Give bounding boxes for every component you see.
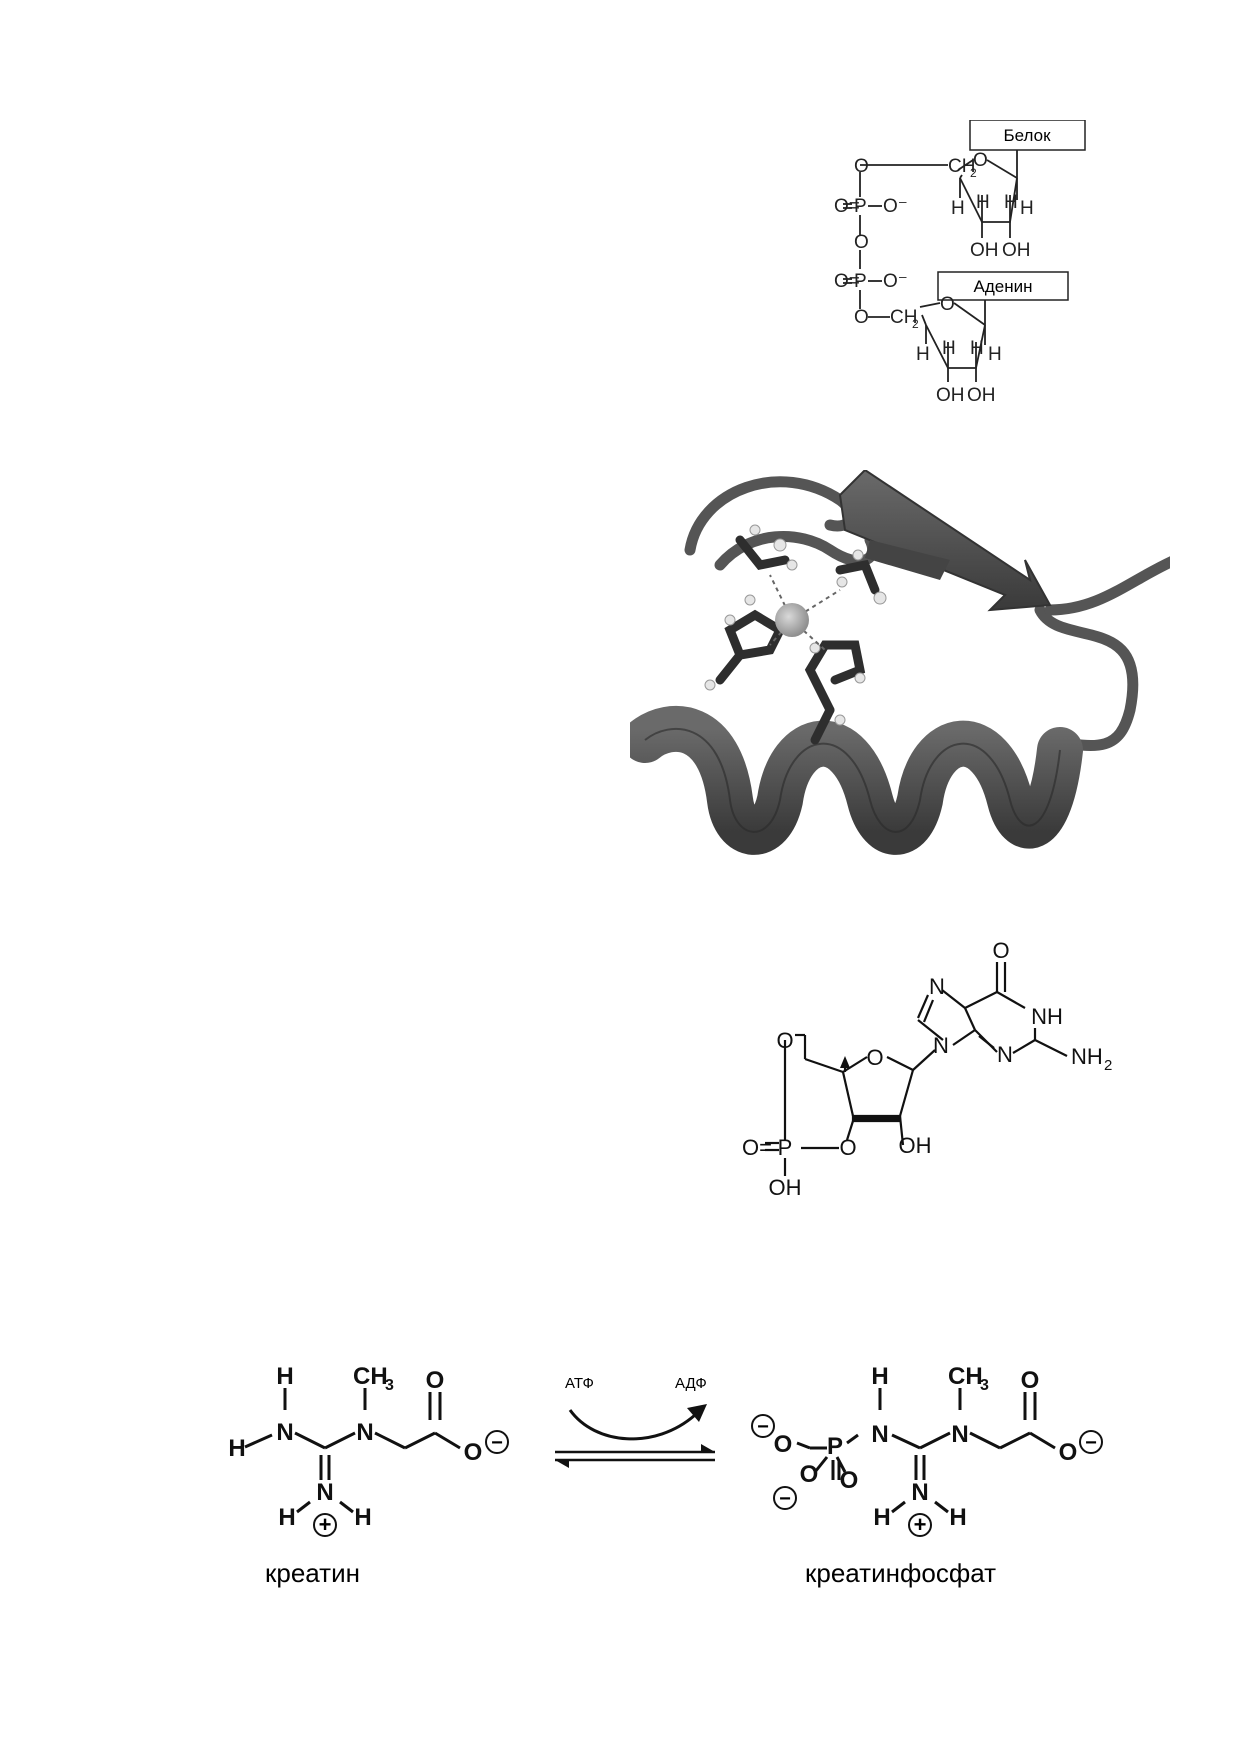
atom-label: H	[871, 1363, 888, 1390]
atom-label: N	[276, 1419, 293, 1446]
atom-label: O	[854, 156, 869, 177]
atom-label: CH	[948, 156, 975, 177]
atom-label: H	[278, 1504, 295, 1531]
charge-sign: +	[914, 1512, 927, 1537]
atom-label: OH	[967, 385, 996, 406]
atom-label: H	[942, 338, 956, 359]
atom-label: H	[228, 1435, 245, 1462]
atom-label: O	[840, 1467, 859, 1494]
protein-ribbon-image	[630, 470, 1170, 855]
atom-label: H	[976, 192, 990, 213]
atom-label: H	[354, 1504, 371, 1531]
atom-label: N	[997, 1042, 1013, 1067]
cgmp-structure: O O O P O= OH OH N N O NH N NH 2	[742, 940, 1112, 1200]
atom-label: N	[929, 974, 945, 999]
adenine-box-label: Аденин	[974, 277, 1033, 296]
atom-subscript: 2	[970, 166, 977, 180]
atom-label: N	[933, 1033, 949, 1058]
adp-label: АДФ	[675, 1375, 707, 1392]
atom-label: H	[873, 1504, 890, 1531]
atom-label: P	[854, 271, 867, 292]
atom-label: O	[839, 1135, 856, 1160]
atom-label: H	[916, 344, 930, 365]
atom-label: OH	[899, 1133, 932, 1158]
atom-label: O	[774, 1431, 793, 1458]
atom-label: OH	[970, 240, 999, 261]
charge-sign: +	[319, 1512, 332, 1537]
atom-label: O⁻	[883, 271, 908, 292]
atom-label: CH	[948, 1363, 983, 1390]
atom-label: N	[951, 1421, 968, 1448]
atom-label: N	[911, 1479, 928, 1506]
atom-label: O	[426, 1367, 445, 1394]
atom-label: O	[776, 1028, 793, 1053]
atom-label: CH	[353, 1363, 388, 1390]
atom-label: O	[854, 307, 869, 328]
atom-label: O=	[834, 196, 860, 217]
atom-subscript: 3	[385, 1377, 394, 1394]
atom-label: OH	[769, 1175, 802, 1200]
atom-label: H	[951, 198, 965, 219]
zinc-ion	[775, 603, 809, 637]
atom-subscript: 2	[912, 317, 919, 331]
product-label: креатинфосфат	[805, 1558, 996, 1588]
creatine-reaction: H N H N CH 3 O O N H H − + креатин АТФ А…	[228, 1363, 1103, 1588]
atom-label: O=	[742, 1135, 772, 1160]
atom-subscript: 2	[1104, 1057, 1112, 1074]
atom-label: O	[800, 1461, 819, 1488]
atom-label: O	[1021, 1367, 1040, 1394]
atom-label: P	[778, 1135, 793, 1160]
adp-ribose-structure: Белок Аденин O O= P O⁻ O O= P O⁻ O CH 2 …	[834, 120, 1086, 406]
atom-label: H	[1020, 198, 1034, 219]
atom-label: O⁻	[883, 196, 908, 217]
atom-label: O=	[834, 271, 860, 292]
atom-label: O	[992, 940, 1009, 963]
atom-label: H	[949, 1504, 966, 1531]
atom-label: H	[1004, 192, 1018, 213]
atom-label: O	[854, 232, 869, 253]
protein-box-label: Белок	[1003, 126, 1051, 145]
atom-label: O	[1059, 1439, 1078, 1466]
atp-label: АТФ	[565, 1375, 594, 1392]
atom-label: OH	[936, 385, 965, 406]
atom-label: O	[973, 150, 988, 171]
atom-label: H	[988, 344, 1002, 365]
charge-sign: −	[779, 1488, 791, 1510]
reactant-label: креатин	[265, 1558, 360, 1588]
charge-sign: −	[757, 1416, 769, 1438]
atom-label: CH	[890, 307, 917, 328]
charge-sign: −	[491, 1432, 503, 1454]
atom-label: O	[464, 1439, 483, 1466]
atom-label: H	[276, 1363, 293, 1390]
atom-subscript: 3	[980, 1377, 989, 1394]
atom-label: O	[940, 294, 955, 315]
atom-label: P	[854, 196, 867, 217]
atom-label: N	[871, 1421, 888, 1448]
atom-label: O	[866, 1045, 883, 1070]
charge-sign: −	[1085, 1432, 1097, 1454]
atom-label: H	[970, 338, 984, 359]
atom-label: N	[316, 1479, 333, 1506]
atom-label: NH	[1031, 1004, 1063, 1029]
atom-label: NH	[1071, 1044, 1103, 1069]
atom-label: OH	[1002, 240, 1031, 261]
atom-label: P	[827, 1433, 843, 1460]
atom-label: N	[356, 1419, 373, 1446]
